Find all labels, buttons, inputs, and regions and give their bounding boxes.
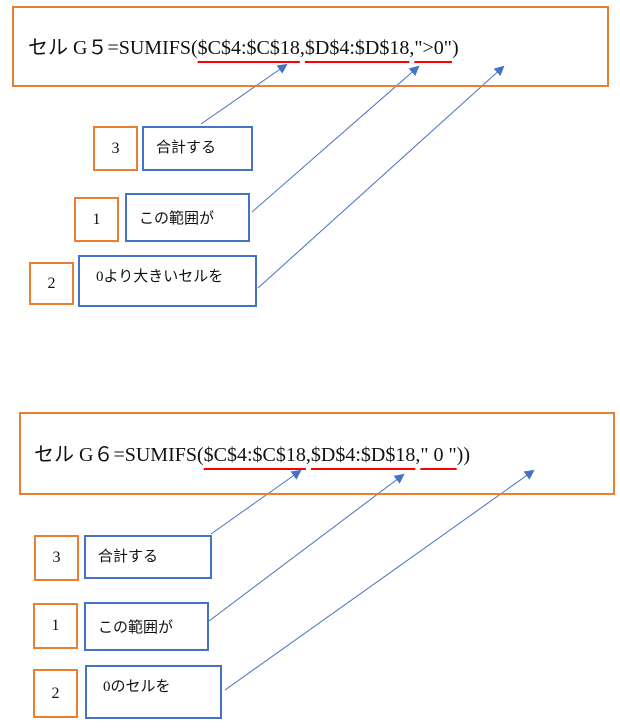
formula-g6: セル G６=SUMIFS($C$4:$C$18,$D$4:$D$18," 0 "…: [34, 438, 470, 467]
criteria-range: $D$4:$D$18: [310, 444, 416, 466]
arrow-sum-1: [200, 63, 288, 125]
criteria: " 0 ": [420, 444, 457, 466]
arrow-range-1: [251, 65, 420, 213]
arrow-range-2: [208, 473, 405, 622]
formula-box-g5: [12, 6, 609, 87]
label-criteria: 0のセルを: [85, 665, 222, 719]
sum-range: $C$4:$C$18: [203, 444, 306, 466]
step-number-2: 2: [33, 669, 78, 718]
step-number-3: 3: [93, 126, 138, 171]
formula-suffix: )): [456, 444, 470, 466]
step-number-2: 2: [29, 262, 74, 305]
formula-suffix: ): [451, 37, 459, 59]
label-sum: 合計する: [84, 535, 212, 579]
separator: ,: [305, 444, 311, 466]
step-number-1: 1: [33, 603, 78, 649]
formula-g5: セル G５=SUMIFS($C$4:$C$18,$D$4:$D$18,">0"): [28, 31, 459, 60]
label-criteria: 0より大きいセルを: [78, 255, 257, 307]
formula-box-g6: [19, 412, 615, 495]
arrow-criteria-1: [257, 65, 505, 289]
arrow-criteria-2: [224, 469, 535, 691]
label-sum: 合計する: [142, 126, 253, 171]
criteria: ">0": [414, 37, 452, 59]
formula-prefix: セル G６=SUMIFS(: [34, 444, 204, 466]
separator: ,: [299, 37, 305, 59]
step-number-1: 1: [74, 197, 119, 242]
separator: ,: [415, 444, 421, 466]
arrow-sum-2: [210, 469, 302, 535]
formula-prefix: セル G５=SUMIFS(: [28, 37, 198, 59]
label-range: この範囲が: [84, 602, 209, 651]
sum-range: $C$4:$C$18: [197, 37, 300, 59]
step-number-3: 3: [34, 535, 79, 581]
separator: ,: [409, 37, 415, 59]
label-range: この範囲が: [125, 193, 250, 242]
criteria-range: $D$4:$D$18: [304, 37, 410, 59]
